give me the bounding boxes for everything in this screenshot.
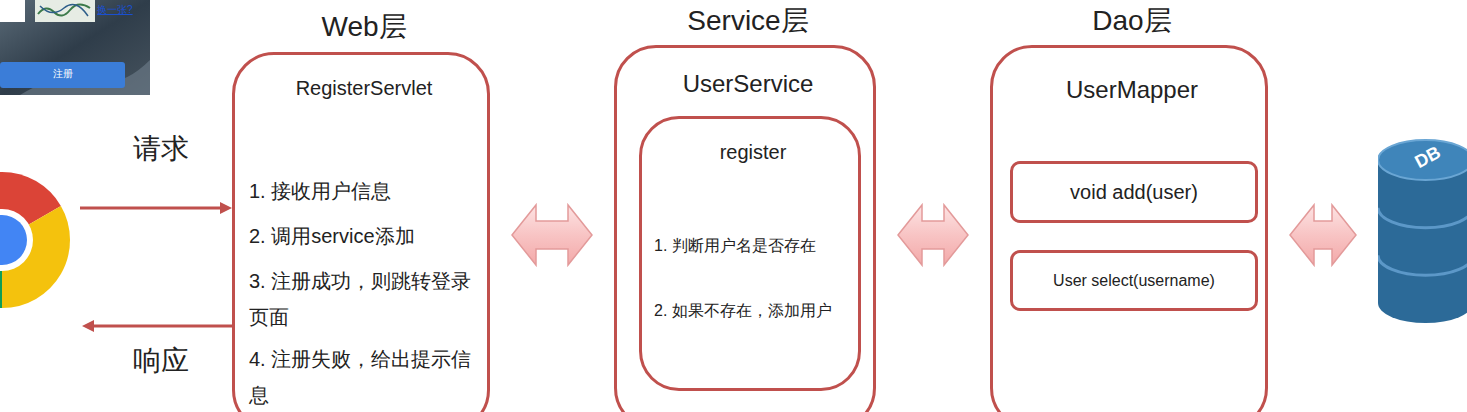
layer-heading: Web层 — [235, 9, 493, 45]
method-box: register 1. 判断用户名是否存在 2. 如果不存在，添加用户 — [639, 116, 861, 391]
component-name: UserService — [617, 68, 879, 99]
layer-box: Service层UserServiceregister1. 判断用户名是否存在2… — [614, 45, 876, 412]
step-text: 3. 注册成功，则跳转登录页面 — [249, 263, 485, 335]
flow-label: 响应 — [133, 343, 189, 379]
flow-label: 请求 — [133, 131, 189, 167]
component-name: RegisterServlet — [235, 75, 493, 101]
component-name: UserMapper — [993, 74, 1271, 105]
step-text: 2. 如果不存在，添加用户 — [654, 299, 854, 323]
method-box: User select(username) — [1010, 250, 1258, 311]
request-arrow — [80, 202, 232, 214]
layer-heading: Dao层 — [993, 3, 1271, 39]
method-signature: User select(username) — [1013, 253, 1255, 308]
step-text: 1. 接收用户信息 — [249, 173, 485, 209]
step-text: 2. 调用service添加 — [249, 218, 485, 254]
button-text: 注册 — [0, 67, 125, 80]
double-arrow — [512, 205, 592, 265]
browser-icon — [0, 172, 70, 308]
double-arrow — [898, 205, 968, 265]
method-box: void add(user) — [1010, 161, 1258, 223]
method-name: register — [642, 139, 864, 165]
layer-heading: Service层 — [617, 3, 879, 39]
link-text: 换一张? — [97, 3, 133, 16]
database-cylinder: DB — [1378, 138, 1467, 323]
step-text: 4. 注册失败，给出提示信息 — [249, 341, 485, 412]
method-signature: void add(user) — [1013, 164, 1255, 220]
response-arrow — [82, 320, 232, 332]
page-screenshot — [0, 0, 150, 95]
double-arrow — [1290, 205, 1356, 265]
layer-box: Web层RegisterServlet1. 接收用户信息2. 调用service… — [232, 52, 490, 412]
layer-box: Dao层UserMappervoid add(user)User select(… — [990, 45, 1268, 412]
step-text: 1. 判断用户名是否存在 — [654, 234, 854, 258]
